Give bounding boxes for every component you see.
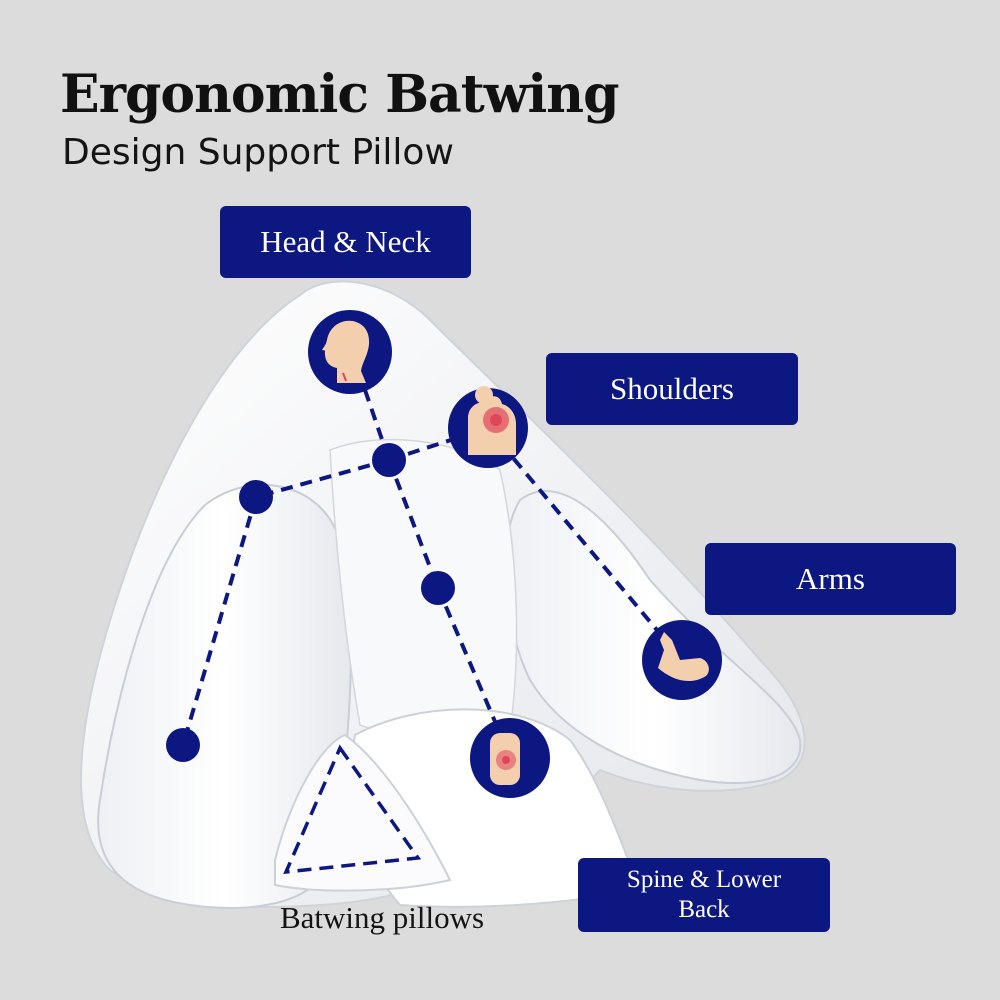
batwing-triangle-outline bbox=[283, 744, 422, 875]
label-shoulders-text: Shoulders bbox=[610, 371, 734, 406]
label-spine-lower-back-text: Spine & Lower Back bbox=[626, 866, 782, 923]
label-arms: Arms bbox=[705, 543, 956, 615]
label-head-neck: Head & Neck bbox=[220, 206, 471, 278]
page-title: Ergonomic Batwing bbox=[60, 64, 619, 125]
page-subtitle: Design Support Pillow bbox=[62, 132, 454, 173]
dot-node-icon bbox=[166, 728, 200, 762]
label-spine-lower-back: Spine & Lower Back bbox=[578, 858, 830, 932]
lower-back-icon bbox=[470, 718, 550, 798]
head-neck-icon bbox=[308, 310, 392, 394]
batwing-cushion bbox=[274, 733, 452, 892]
label-head-neck-text: Head & Neck bbox=[260, 224, 431, 259]
label-arms-text: Arms bbox=[796, 561, 865, 596]
dot-node-icon bbox=[239, 480, 273, 514]
arm-icon bbox=[642, 620, 722, 700]
dot-node-icon bbox=[421, 571, 455, 605]
dot-node-icon bbox=[372, 443, 406, 477]
shoulder-pain-icon bbox=[448, 386, 528, 468]
batwing-pillows-caption: Batwing pillows bbox=[280, 900, 485, 935]
label-shoulders: Shoulders bbox=[546, 353, 798, 425]
dot-nodes bbox=[166, 443, 455, 762]
